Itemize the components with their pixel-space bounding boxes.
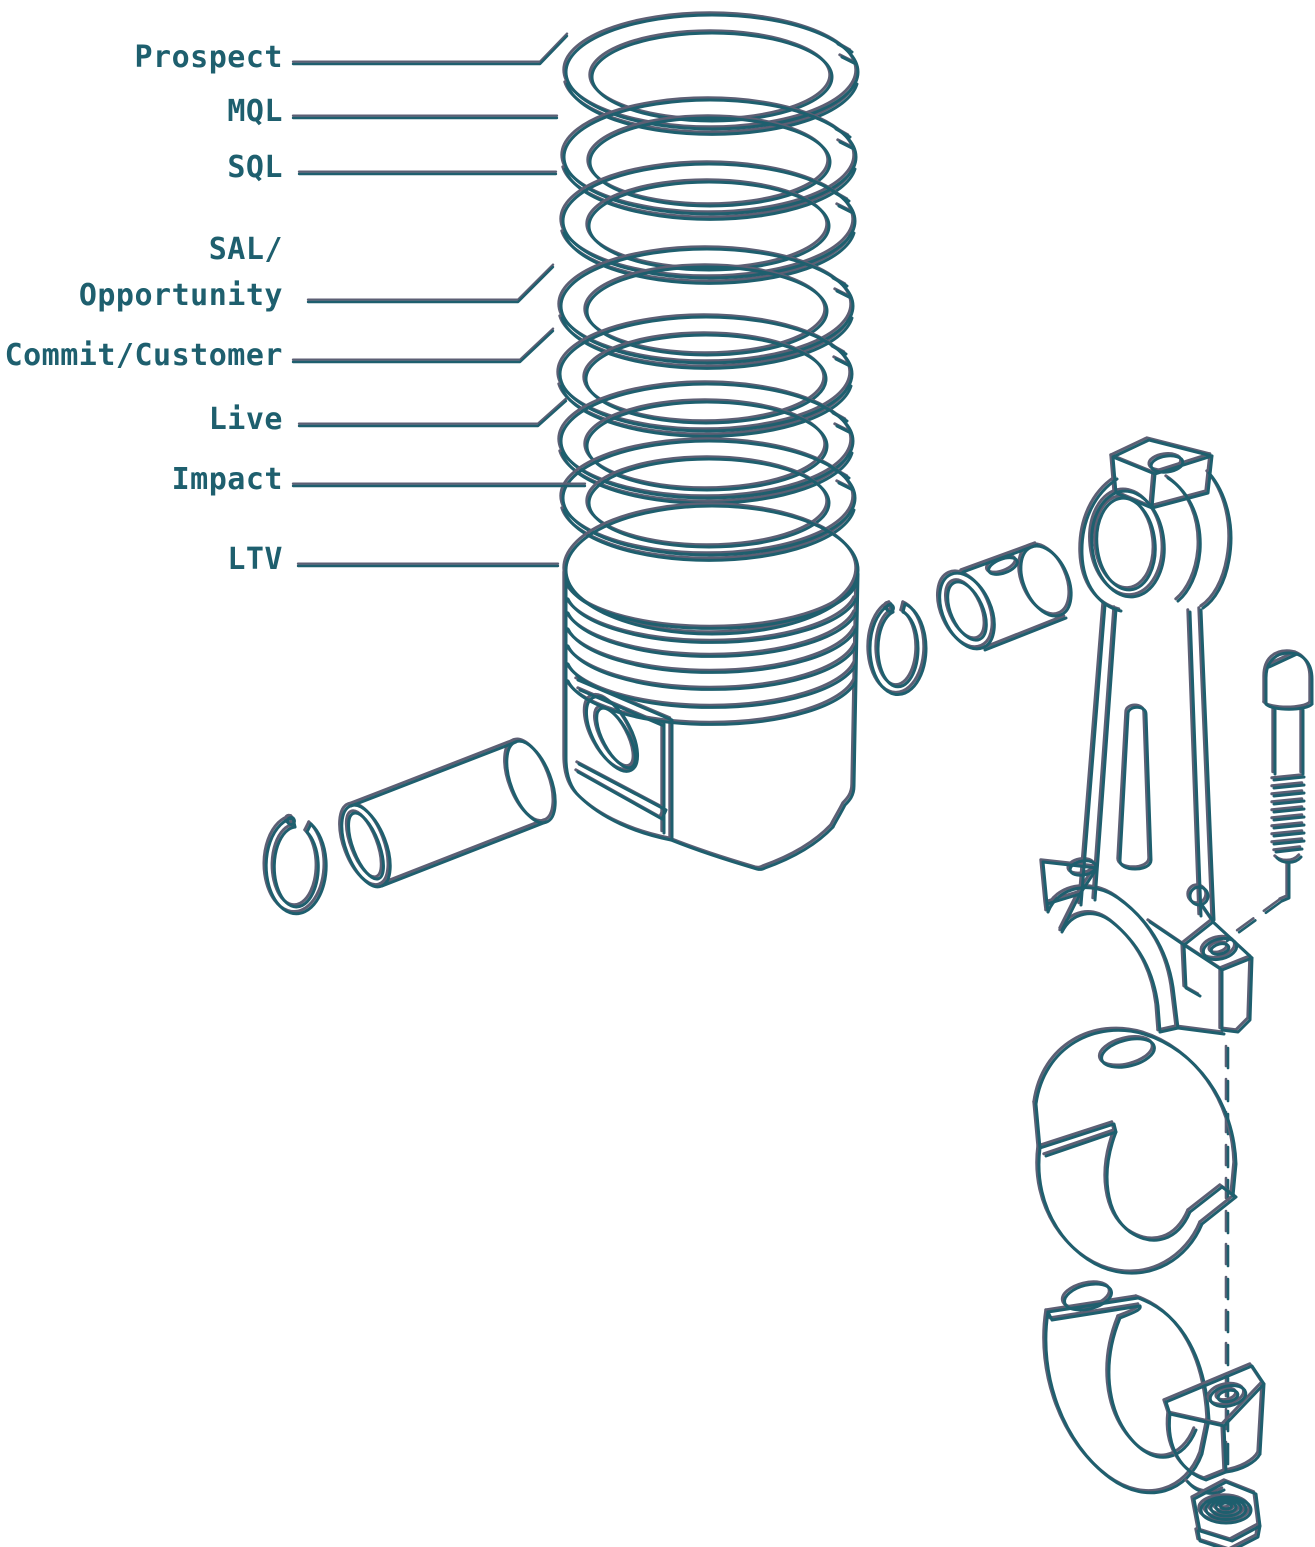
wrist-pin (328, 730, 567, 895)
label-impact: Impact (171, 462, 283, 497)
piston-ring-live (557, 380, 855, 505)
label-commit-customer: Commit/Customer (4, 338, 283, 373)
lower-bearing-shell (1042, 1275, 1211, 1495)
rod-bolt (1262, 649, 1314, 903)
piston-ring-commit-customer (556, 313, 854, 438)
rod-cap (1162, 1362, 1266, 1495)
upper-bearing-shell (1032, 1026, 1238, 1275)
label-mql: MQL (227, 94, 283, 129)
label-sal: SAL/ (208, 232, 283, 267)
label-prospect: Prospect (134, 40, 283, 75)
piston-ring-sal-opportunity (557, 245, 855, 370)
label-leader-lines (291, 32, 587, 568)
label-live: Live (208, 402, 283, 437)
connecting-rod (1039, 436, 1254, 1036)
label-opportunity: Opportunity (78, 278, 283, 313)
circlip-left (262, 813, 328, 916)
circlip-right (866, 600, 928, 697)
small-end-bushing (925, 534, 1083, 659)
label-ltv: LTV (227, 542, 283, 577)
rod-nut (1190, 1478, 1262, 1547)
piston-ring-impact (559, 437, 857, 562)
label-sql: SQL (227, 150, 283, 185)
